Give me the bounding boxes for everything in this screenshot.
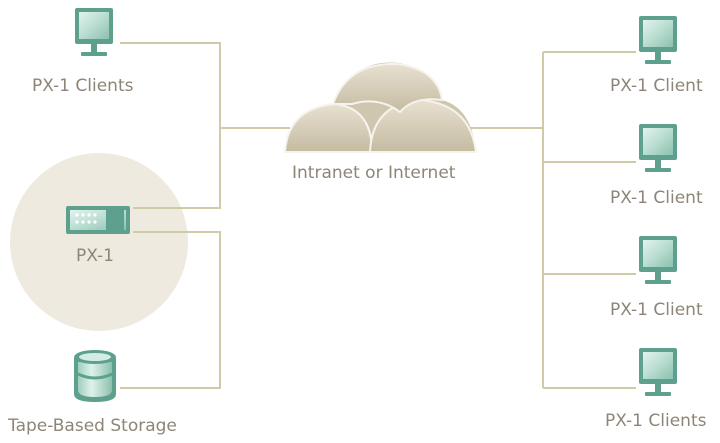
label-storage: Tape-Based Storage xyxy=(8,416,177,436)
label-px1: PX-1 xyxy=(76,246,115,266)
label-cloud: Intranet or Internet xyxy=(292,163,456,183)
px1-appliance-icon xyxy=(66,206,130,234)
storage-cylinder-icon xyxy=(74,350,116,402)
label-client-right-3: PX-1 Client xyxy=(610,300,703,320)
label-client-right-2: PX-1 Client xyxy=(610,188,703,208)
px1-zone-circle xyxy=(10,153,188,331)
label-client-right-1: PX-1 Client xyxy=(610,76,703,96)
label-clients-top-left: PX-1 Clients xyxy=(32,76,134,96)
monitor-icon-right-3 xyxy=(639,236,677,284)
monitor-icon-right-2 xyxy=(639,124,677,172)
line-clients-to-px1 xyxy=(120,42,221,209)
monitor-icon-top-left xyxy=(75,8,113,56)
line-px1-to-storage xyxy=(120,231,221,389)
label-clients-right-bottom: PX-1 Clients xyxy=(605,411,707,431)
monitor-icon-right-1 xyxy=(639,16,677,64)
cloud-icon xyxy=(283,62,478,153)
connection-lines xyxy=(120,42,636,389)
monitor-icon-right-4 xyxy=(639,348,677,396)
